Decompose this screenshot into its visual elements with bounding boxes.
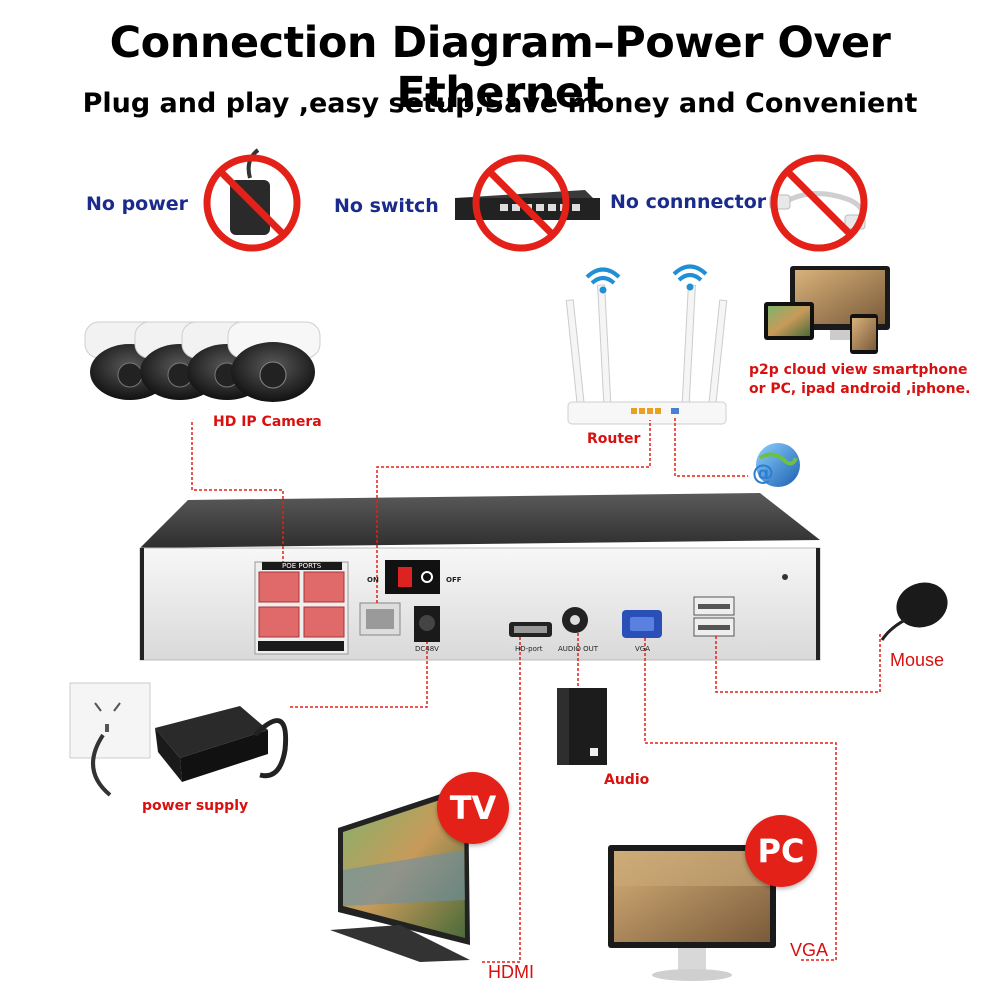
page-subtitle: Plug and play ,easy setup,Save money and… bbox=[82, 88, 918, 119]
router-label: Router bbox=[587, 431, 641, 447]
camera-label: HD IP Camera bbox=[213, 414, 322, 430]
tv-icon bbox=[330, 785, 470, 962]
tv-badge: TV bbox=[437, 772, 509, 844]
vga-label: VGA bbox=[790, 940, 829, 960]
power-adapter-icon bbox=[155, 706, 289, 782]
internet-globe-icon: @ bbox=[752, 443, 800, 487]
wall-socket-icon bbox=[69, 682, 151, 797]
page-title: Connection Diagram–Power Over Ethernet bbox=[109, 18, 891, 118]
nvr-recorder bbox=[139, 493, 821, 661]
router-icon bbox=[565, 284, 728, 425]
pc-monitor-icon bbox=[608, 845, 776, 981]
p2p-label-line1: p2p cloud view smartphone bbox=[749, 362, 968, 378]
poe-ports-label: POE PORTS bbox=[282, 562, 322, 570]
vga-port-label: VGA bbox=[635, 645, 651, 653]
power-supply-label: power supply bbox=[142, 798, 249, 814]
switch-off-label: OFF bbox=[446, 576, 462, 584]
no-power-icon bbox=[203, 148, 301, 252]
svg-text:@: @ bbox=[752, 461, 774, 486]
hdmi-port-label: HD-port bbox=[515, 645, 543, 653]
no-switch-label: No switch bbox=[334, 195, 439, 217]
dc-label: DC48V bbox=[415, 645, 439, 653]
no-connector-icon bbox=[769, 154, 868, 252]
no-connector-label: No connnector bbox=[610, 191, 767, 213]
hdmi-label: HDMI bbox=[488, 962, 534, 982]
switch-on-label: ON bbox=[367, 576, 379, 584]
p2p-devices-icon bbox=[764, 266, 890, 354]
pc-badge: PC bbox=[745, 815, 817, 887]
no-switch-icon bbox=[455, 154, 600, 252]
connection-lines bbox=[191, 418, 881, 963]
wifi-icon bbox=[585, 267, 621, 294]
wifi-icon bbox=[672, 264, 708, 291]
audio-label: Audio bbox=[604, 772, 650, 788]
mouse-label: Mouse bbox=[890, 650, 945, 670]
audio-out-label: AUDIO OUT bbox=[558, 645, 599, 653]
speaker-icon bbox=[557, 688, 607, 765]
no-power-label: No power bbox=[86, 193, 189, 215]
ip-cameras bbox=[84, 321, 321, 402]
p2p-label-line2: or PC, ipad android ,iphone. bbox=[749, 381, 971, 397]
dome-camera-icon bbox=[227, 321, 321, 402]
mouse-icon bbox=[880, 582, 948, 641]
